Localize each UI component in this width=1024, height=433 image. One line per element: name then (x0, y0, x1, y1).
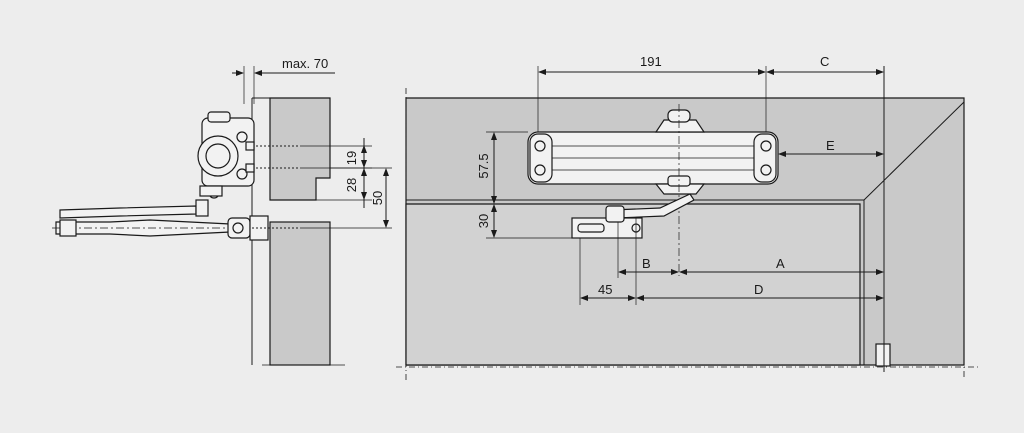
label-30: 30 (476, 214, 491, 228)
label-45: 45 (598, 282, 612, 297)
dim-vertical-front: 57.5 30 (406, 131, 572, 239)
hinge-marker (875, 343, 891, 367)
dim-max70: max. 70 (232, 56, 335, 104)
door-leaf-section (269, 221, 331, 366)
label-57-5: 57.5 (476, 153, 491, 178)
dim-E: E (778, 138, 884, 157)
label-50: 50 (370, 191, 385, 205)
label-28: 28 (344, 178, 359, 192)
label-D: D (754, 282, 763, 297)
dim-45-D: 45 D (580, 282, 884, 301)
label-191: 191 (640, 54, 662, 69)
front-arm-shoe (571, 193, 695, 305)
label-A: A (776, 256, 785, 271)
arm-assembly (52, 199, 300, 241)
label-C: C (820, 54, 829, 69)
side-view: max. 70 19 28 50 (52, 56, 392, 366)
label-B: B (642, 256, 651, 271)
closer-side-body (197, 111, 255, 199)
dim-vertical-side: 19 28 50 (300, 138, 392, 229)
label-19: 19 (344, 151, 359, 165)
frame-section (269, 97, 331, 201)
closer-front-body (527, 104, 779, 276)
dim-horizontal-top: 191 C (537, 54, 884, 132)
frame-screws (245, 141, 300, 173)
dim-B-A: B A (618, 256, 884, 275)
front-view: 191 C E 57.5 30 B A 45 (396, 54, 980, 380)
label-max70: max. 70 (282, 56, 328, 71)
label-E: E (826, 138, 835, 153)
